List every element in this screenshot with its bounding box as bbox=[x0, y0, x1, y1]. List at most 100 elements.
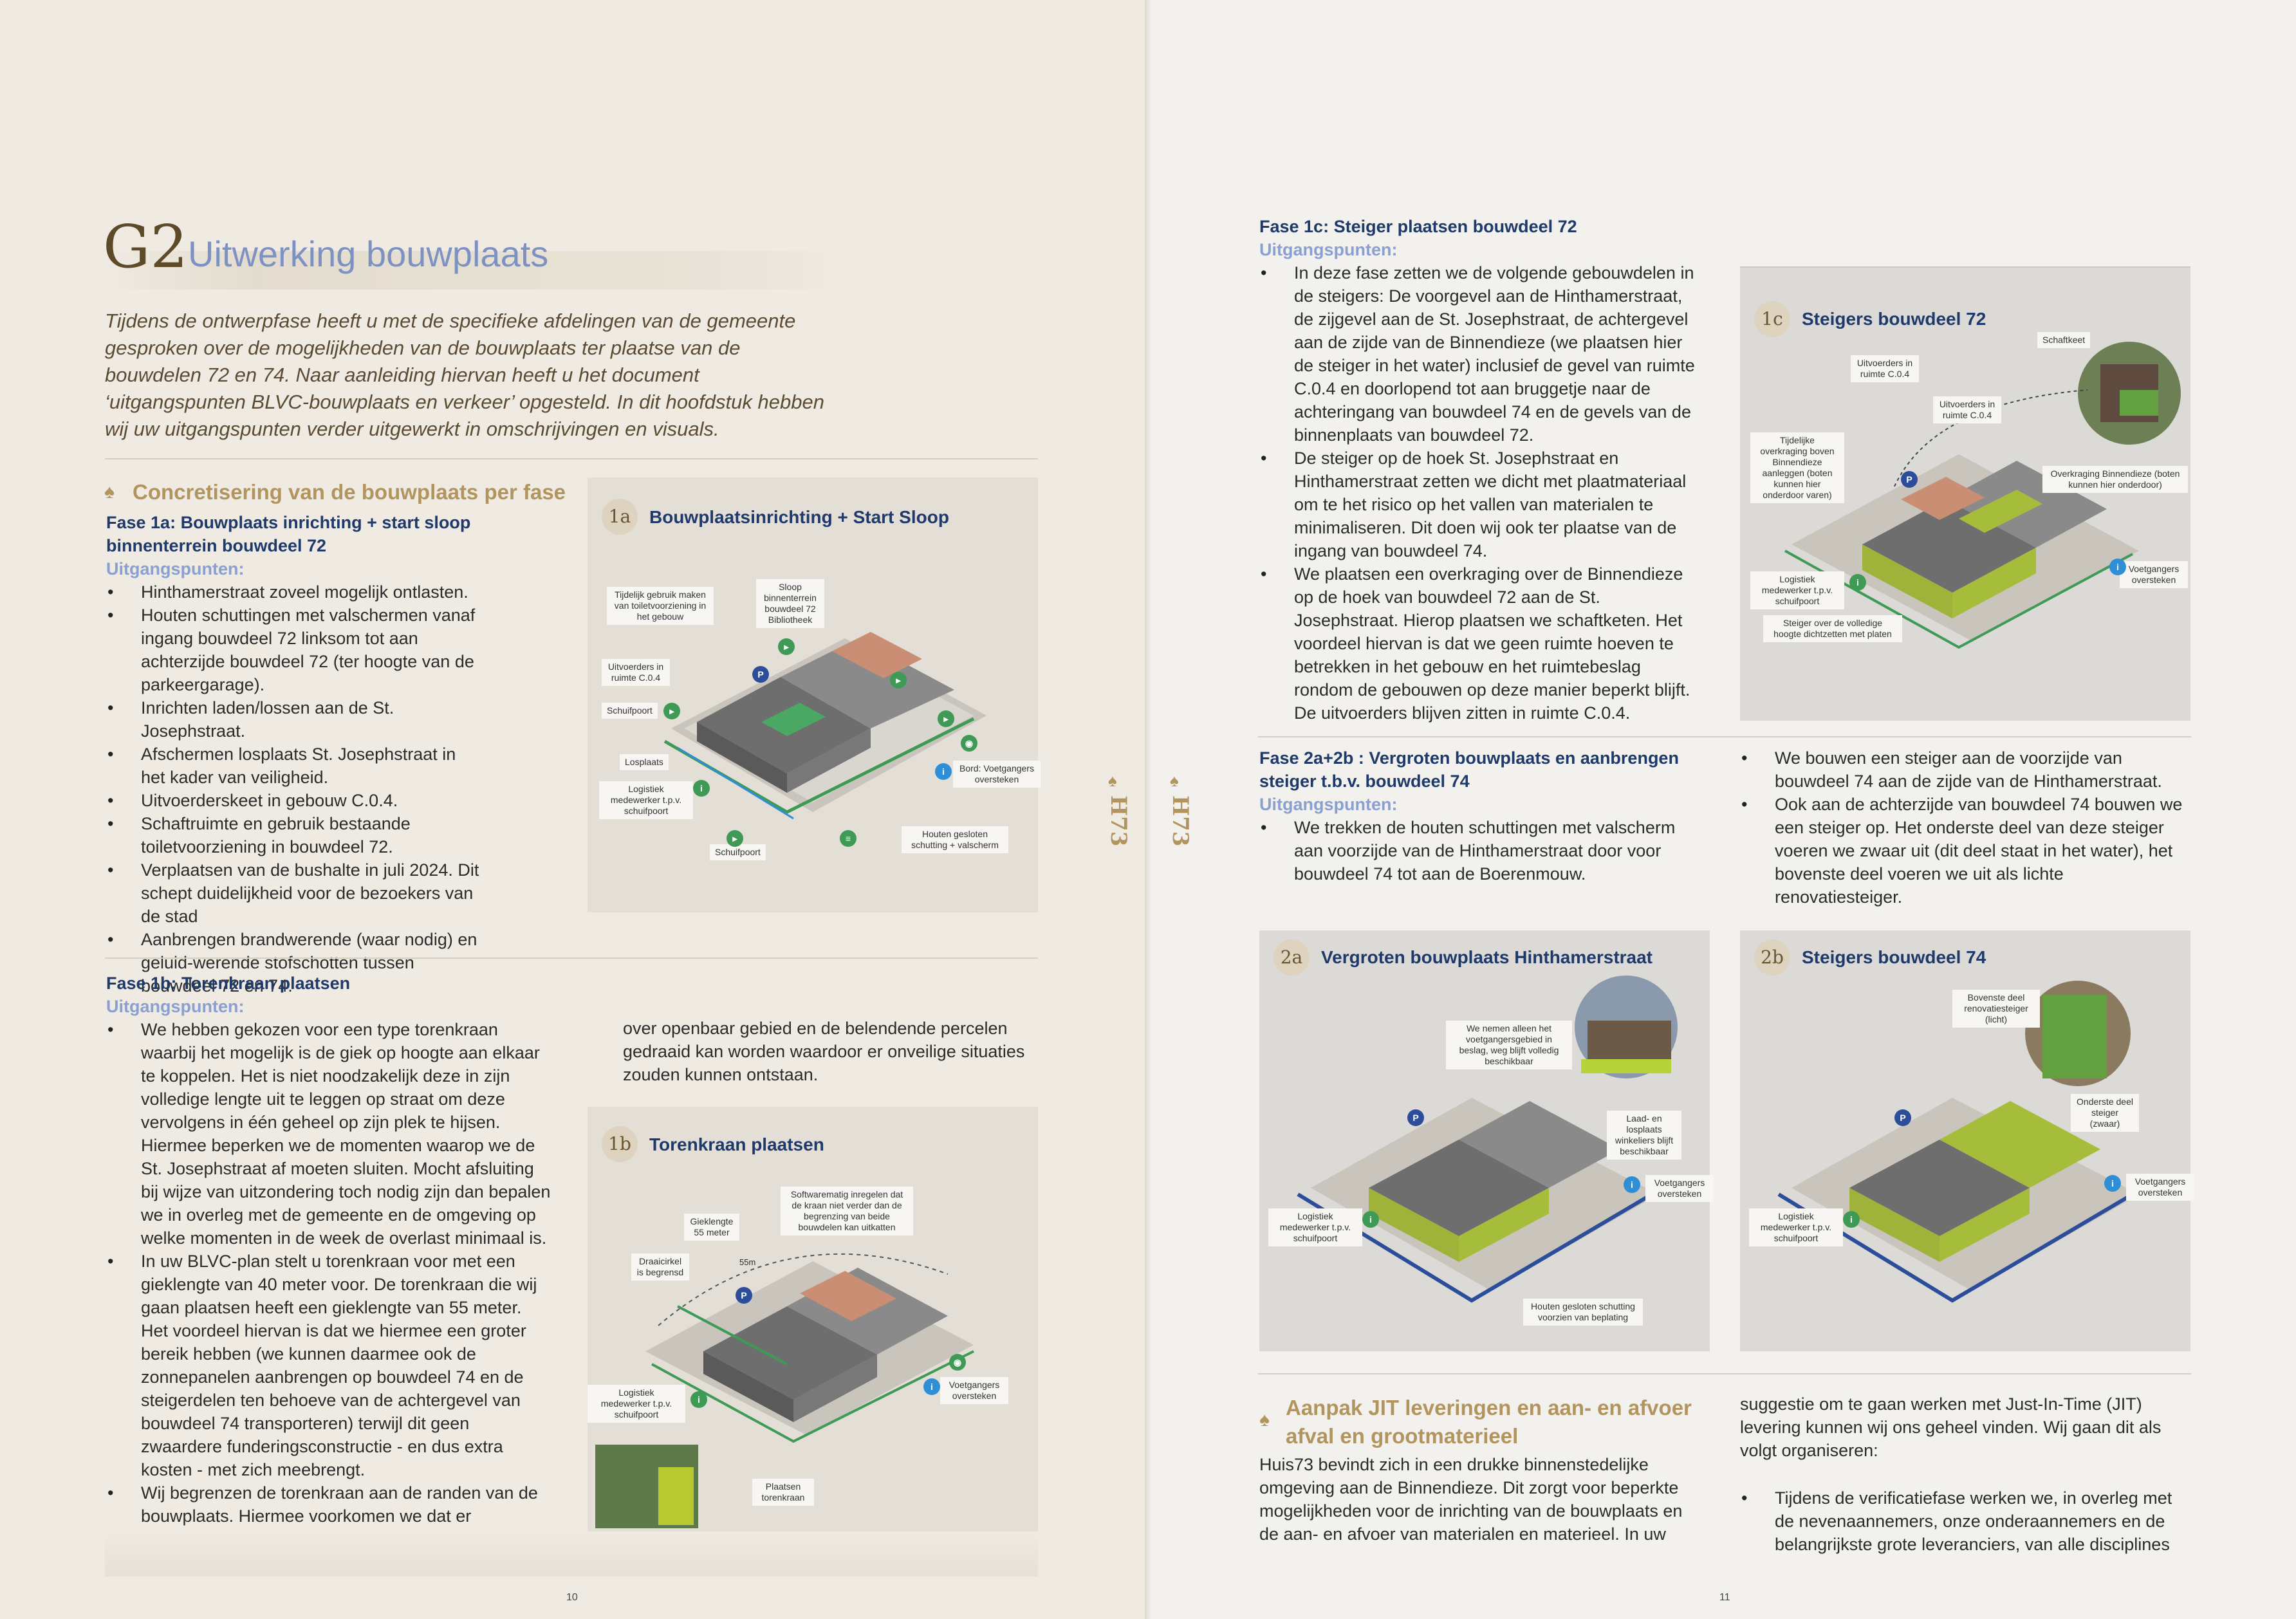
list-item: In uw BLVC-plan stelt u torenkraan voor … bbox=[107, 1250, 553, 1481]
pedestrian-icon: i bbox=[2109, 559, 2126, 575]
list-item: Houten schuttingen met valschermen vanaf… bbox=[107, 604, 479, 696]
panel-title: Vergroten bouwplaats Hinthamerstraat bbox=[1321, 947, 1653, 967]
label-draaicirkel: Draaicirkel is begrensd bbox=[631, 1254, 689, 1281]
label-uitvoerders-2: Uitvoerders in ruimte C.0.4 bbox=[1933, 396, 2001, 423]
list-item: Inrichten laden/lossen aan de St. Joseph… bbox=[107, 696, 479, 743]
label-logistiek: Logistiek medewerker t.p.v. schuifpoort bbox=[599, 781, 693, 819]
panel-title: Torenkraan plaatsen bbox=[649, 1134, 824, 1154]
side-tab-left: H73 bbox=[1106, 795, 1131, 847]
jit-list: Tijdens de verificatiefase werken we, in… bbox=[1740, 1486, 2190, 1556]
truck-icon: ▸ bbox=[938, 710, 954, 727]
label-houten-schutting: Houten gesloten schutting + valscherm bbox=[902, 826, 1008, 853]
panel-title: Steigers bouwdeel 74 bbox=[1802, 947, 1986, 967]
list-item: We hebben gekozen voor een type torenkra… bbox=[107, 1018, 553, 1250]
person-icon: i bbox=[690, 1391, 707, 1408]
parking-icon: P bbox=[1901, 471, 1918, 488]
label-schuifpoort: Schuifpoort bbox=[602, 703, 658, 719]
label-steiger: Steiger over de volledige hoogte dichtze… bbox=[1763, 615, 1902, 642]
label-software: Softwarematig inregelen dat de kraan nie… bbox=[781, 1187, 913, 1235]
label-logistiek: Logistiek medewerker t.p.v. schuifpoort bbox=[1750, 571, 1844, 609]
page-number-right: 11 bbox=[1719, 1592, 1730, 1603]
label-uitvoerders: Uitvoerders in ruimte C.0.4 bbox=[602, 659, 670, 686]
label-voetgangers: Voetgangers oversteken bbox=[940, 1377, 1008, 1404]
truck-icon: ▸ bbox=[890, 672, 907, 689]
label-logistiek: Logistiek medewerker t.p.v. schuifpoort bbox=[1268, 1208, 1362, 1246]
label-uitvoerders-1: Uitvoerders in ruimte C.0.4 bbox=[1851, 355, 1919, 382]
bottom-fade bbox=[105, 1531, 1038, 1577]
divider bbox=[105, 458, 1038, 459]
fase-2-title: Fase 2a+2b : Vergroten bouwplaats en aan… bbox=[1259, 748, 1679, 791]
fase-1a-title: Fase 1a: Bouwplaats inrichting + start s… bbox=[106, 513, 471, 555]
list-item: Verplaatsen van de bushalte in juli 2024… bbox=[107, 858, 479, 928]
panel-title: Steigers bouwdeel 72 bbox=[1802, 309, 1986, 329]
divider bbox=[105, 958, 1038, 959]
sign-icon: ◉ bbox=[961, 735, 977, 752]
panel-title: Bouwplaatsinrichting + Start Sloop bbox=[649, 507, 949, 527]
fase-2-right-column: We bouwen een steiger aan de voorzijde v… bbox=[1740, 746, 2190, 909]
label-voetgangers: Voetgangers oversteken bbox=[1645, 1175, 1714, 1202]
label-losplaats: Losplaats bbox=[620, 754, 669, 770]
site-illustration-2b bbox=[1777, 981, 2139, 1303]
fase-1c-list: In deze fase zetten we de volgende gebou… bbox=[1259, 261, 1703, 725]
parking-icon: P bbox=[752, 666, 769, 683]
pedestrian-icon: i bbox=[2104, 1175, 2121, 1192]
label-voetgangers: Voetgangers oversteken bbox=[2120, 561, 2188, 588]
page-gutter bbox=[1145, 0, 1151, 1619]
label-schuifpoort-2: Schuifpoort bbox=[710, 844, 766, 860]
panel-2a: 2a Vergroten bouwplaats Hinthamerstraat … bbox=[1259, 930, 1714, 1351]
person-icon: i bbox=[1849, 574, 1866, 591]
list-item: Schaftruimte en gebruik bestaande toilet… bbox=[107, 812, 479, 858]
list-item: We trekken de houten schuttingen met val… bbox=[1261, 816, 1703, 885]
label-tijdelijke-overkraging: Tijdelijke overkraging boven Binnendieze… bbox=[1750, 432, 1844, 503]
list-item: Wij begrenzen de torenkraan aan de rande… bbox=[107, 1481, 553, 1528]
gate-icon: ▸ bbox=[663, 703, 680, 719]
side-tab-right: H73 bbox=[1167, 795, 1193, 847]
label-gieklengte: Gieklengte 55 meter bbox=[684, 1214, 739, 1241]
fase-1a-block: Fase 1a: Bouwplaats inrichting + start s… bbox=[106, 511, 479, 997]
tree-icon: ♠ bbox=[1170, 771, 1179, 790]
pedestrian-icon: i bbox=[923, 1378, 940, 1395]
label-bovenste: Bovenste deel renovatiesteiger (licht) bbox=[1952, 990, 2040, 1028]
pedestrian-icon: i bbox=[935, 763, 952, 780]
intro-paragraph: Tijdens de ontwerpfase heeft u met de sp… bbox=[105, 310, 824, 440]
section-title: Concretisering van de bouwplaats per fas… bbox=[133, 480, 566, 504]
sign-icon: ◉ bbox=[949, 1354, 966, 1371]
fence-icon: ≡ bbox=[840, 830, 856, 847]
parking-icon: P bbox=[1894, 1109, 1911, 1126]
fase-2-block: Fase 2a+2b : Vergroten bouwplaats en aan… bbox=[1259, 746, 1703, 885]
label-laad: Laad- en losplaats winkeliers blijft bes… bbox=[1607, 1111, 1681, 1160]
label-voetpad: We nemen alleen het voetgangersgebied in… bbox=[1446, 1021, 1572, 1069]
panel-badge: 1a bbox=[602, 499, 638, 535]
label-toilet: Tijdelijk gebruik maken van toiletvoorzi… bbox=[607, 587, 714, 625]
jit-list-block: Tijdens de verificatiefase werken we, in… bbox=[1740, 1486, 2190, 1556]
fase-2-list-right: We bouwen een steiger aan de voorzijde v… bbox=[1740, 746, 2190, 909]
site-illustration-1c bbox=[1784, 342, 2181, 649]
list-item: Uitvoerderskeet in gebouw C.0.4. bbox=[107, 789, 479, 812]
panel-2b: 2b Steigers bouwdeel 74 Bovenste deel re… bbox=[1740, 930, 2194, 1351]
panel-badge: 1c bbox=[1754, 301, 1790, 337]
jit-title: Aanpak JIT leveringen en aan- en afvoer … bbox=[1286, 1396, 1692, 1448]
gate-icon: ▸ bbox=[727, 830, 743, 847]
panel-1a: 1a Bouwplaatsinrichting + Start Sloop Ti… bbox=[588, 477, 1041, 912]
panel-badge: 2a bbox=[1273, 939, 1310, 976]
fase-1c-uitgangspunten: Uitgangspunten: bbox=[1259, 240, 1398, 259]
label-logistiek: Logistiek medewerker t.p.v. schuifpoort bbox=[1749, 1208, 1843, 1246]
chapter-title: Uitwerking bouwplaats bbox=[188, 234, 549, 274]
label-bord: Bord: Voetgangers oversteken bbox=[953, 761, 1041, 788]
panel-1b: 1b Torenkraan plaatsen Softwarematig inr… bbox=[588, 1107, 1038, 1531]
tree-icon: ♠ bbox=[104, 481, 115, 503]
label-houten: Houten gesloten schutting voorzien van b… bbox=[1523, 1299, 1643, 1326]
panel-1c: 1c Steigers bouwdeel 72 Schaftkeet Uitvo… bbox=[1740, 266, 2190, 721]
fase-1b-uitgangspunten: Uitgangspunten: bbox=[106, 997, 245, 1016]
label-voetgangers: Voetgangers oversteken bbox=[2126, 1174, 2194, 1201]
parking-icon: P bbox=[736, 1287, 752, 1304]
divider bbox=[1258, 1373, 2191, 1374]
chapter-code: G2 bbox=[103, 212, 189, 281]
pedestrian-icon: i bbox=[1624, 1176, 1640, 1193]
fase-1b-block: Fase 1b: Torenkraan plaatsen Uitgangspun… bbox=[106, 972, 557, 1528]
list-item: Aanbrengen brandwerende (waar nodig) en … bbox=[107, 928, 479, 997]
fase-2-uitgangspunten: Uitgangspunten: bbox=[1259, 795, 1398, 814]
list-item: We plaatsen een overkraging over de Binn… bbox=[1261, 562, 1703, 725]
label-logistiek: Logistiek medewerker t.p.v. schuifpoort bbox=[588, 1385, 685, 1423]
label-overkraging: Overkraging Binnendieze (boten kunnen hi… bbox=[2042, 466, 2188, 493]
